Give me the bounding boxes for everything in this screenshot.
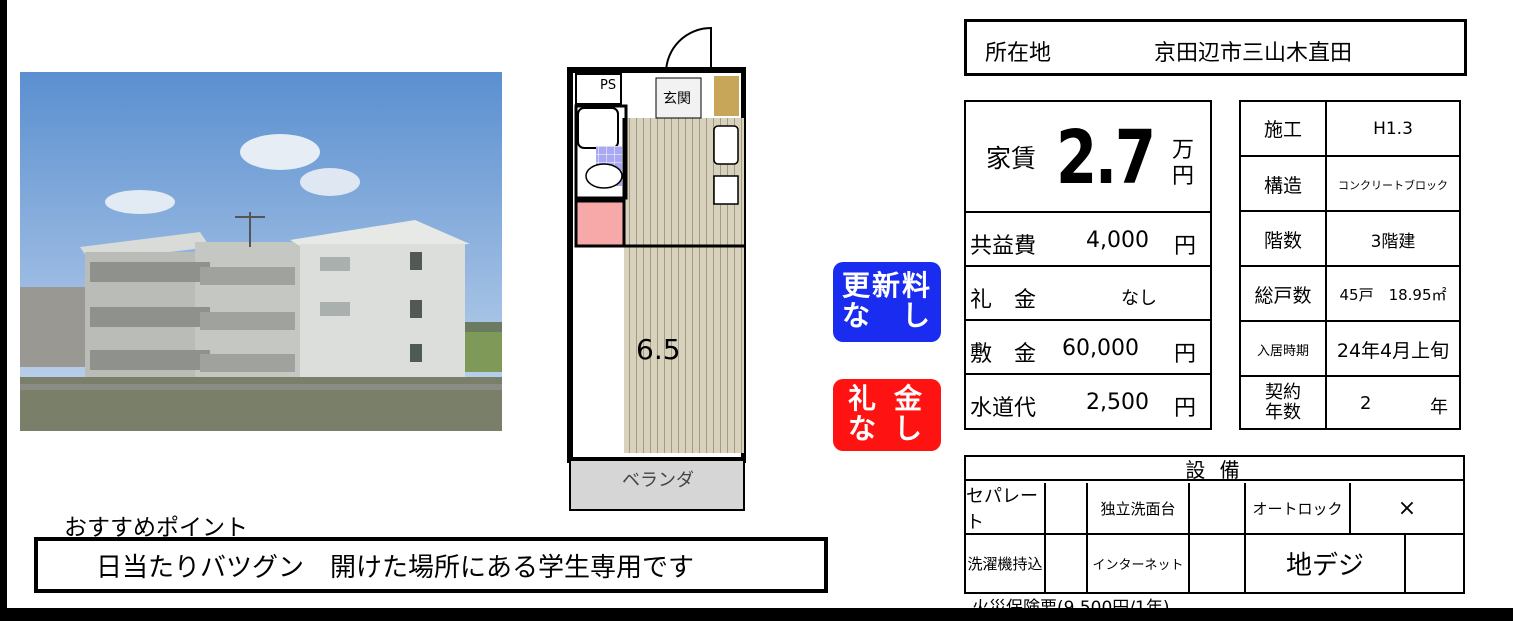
ps-label: PS [600,78,617,93]
no-key-money-badge: 礼金 なし [833,379,941,451]
spec-divider [1325,102,1327,428]
spec-label: 階数 [1241,214,1325,267]
fee-row: 共益費 4,000 円 [966,215,1210,267]
facility-internet: インターネット [1088,535,1190,592]
fee-label: 礼 金 [970,288,1037,313]
facilities-title: 設 備 [966,457,1463,482]
building-photo [20,72,502,431]
rent-unit-man: 万 [1172,138,1195,163]
location-value: 京田辺市三山木直田 [1154,41,1353,66]
fee-value: 60,000 [1062,336,1139,361]
rent-unit-yen: 円 [1172,164,1195,189]
frame-left-border [0,0,7,621]
facility-mark [1190,535,1246,592]
fee-value: なし [1121,288,1157,309]
rent-value: 2.7 [1056,115,1156,201]
no-renewal-fee-badge: 更新料 な し [833,262,941,342]
facility-autolock: オートロック [1246,483,1351,535]
spec-value-contract: 2 年 [1327,379,1459,428]
spec-value: 3階建 [1327,214,1459,267]
frame-bottom-border [0,608,1513,621]
facility-mark: × [1351,483,1463,535]
fire-insurance-note: 火災保険要(9,500円/1年) [972,598,1170,618]
facility-separate: セパレート [966,483,1046,535]
spec-value: コンクリートブロック [1327,159,1459,212]
spec-value: 45戸 18.95㎡ [1327,269,1459,322]
spec-label: 施工 [1241,102,1325,157]
spec-label-contract: 契約 年数 [1265,382,1301,423]
fee-unit: 円 [1174,342,1197,367]
fee-label: 共益費 [970,234,1037,259]
spec-value: 24年4月上旬 [1327,324,1459,377]
facility-vanity: 独立洗面台 [1088,483,1190,535]
fee-unit: 円 [1174,234,1197,259]
rent-fee-table: 家賃 2.7 万 円 共益費 4,000 円 礼 金 なし 敷 金 60,000… [964,100,1212,430]
contract-years-value: 2 [1360,393,1372,414]
room-size-label: 6.5 [636,333,681,366]
facility-mark [1190,483,1246,535]
recommend-box: 日当たりバツグン 開けた場所にある学生専用です [34,537,828,593]
contract-years-unit: 年 [1430,397,1448,418]
entrance-label: 玄関 [663,91,691,107]
facility-digital-tv: 地デジ [1246,535,1406,592]
recommend-text: 日当たりバツグン 開けた場所にある学生専用です [96,552,695,583]
recommend-label: おすすめポイント [64,515,248,541]
spec-value: H1.3 [1327,102,1459,157]
fee-row: 礼 金 なし [966,269,1210,321]
spec-label: 総戸数 [1241,269,1325,322]
fee-row: 敷 金 60,000 円 [966,323,1210,375]
fee-row: 水道代 2,500 円 [966,377,1210,428]
rent-label: 家賃 [986,144,1037,173]
fee-value: 2,500 [1086,390,1149,415]
facility-mark [1046,535,1088,592]
facility-mark [1046,483,1088,535]
fee-unit: 円 [1174,396,1197,421]
spec-table: 施工 H1.3 構造 コンクリートブロック 階数 3階建 総戸数 45戸 18.… [1239,100,1461,430]
facility-washer: 洗濯機持込 [966,535,1046,592]
rent-row: 家賃 2.7 万 円 [966,102,1210,213]
spec-label: 構造 [1241,159,1325,212]
fee-label: 水道代 [970,396,1037,421]
location-box: 所在地 京田辺市三山木直田 [964,19,1467,76]
veranda-label: ベランダ [622,470,694,491]
location-label: 所在地 [985,41,1052,66]
fee-value: 4,000 [1086,228,1149,253]
facilities-table: 設 備 セパレート 独立洗面台 オートロック × 洗濯機持込 インターネット 地… [964,455,1465,594]
fee-label: 敷 金 [970,342,1037,367]
floor-plan [566,18,747,513]
spec-label: 入居時期 [1241,324,1325,377]
facility-mark [1406,535,1463,592]
